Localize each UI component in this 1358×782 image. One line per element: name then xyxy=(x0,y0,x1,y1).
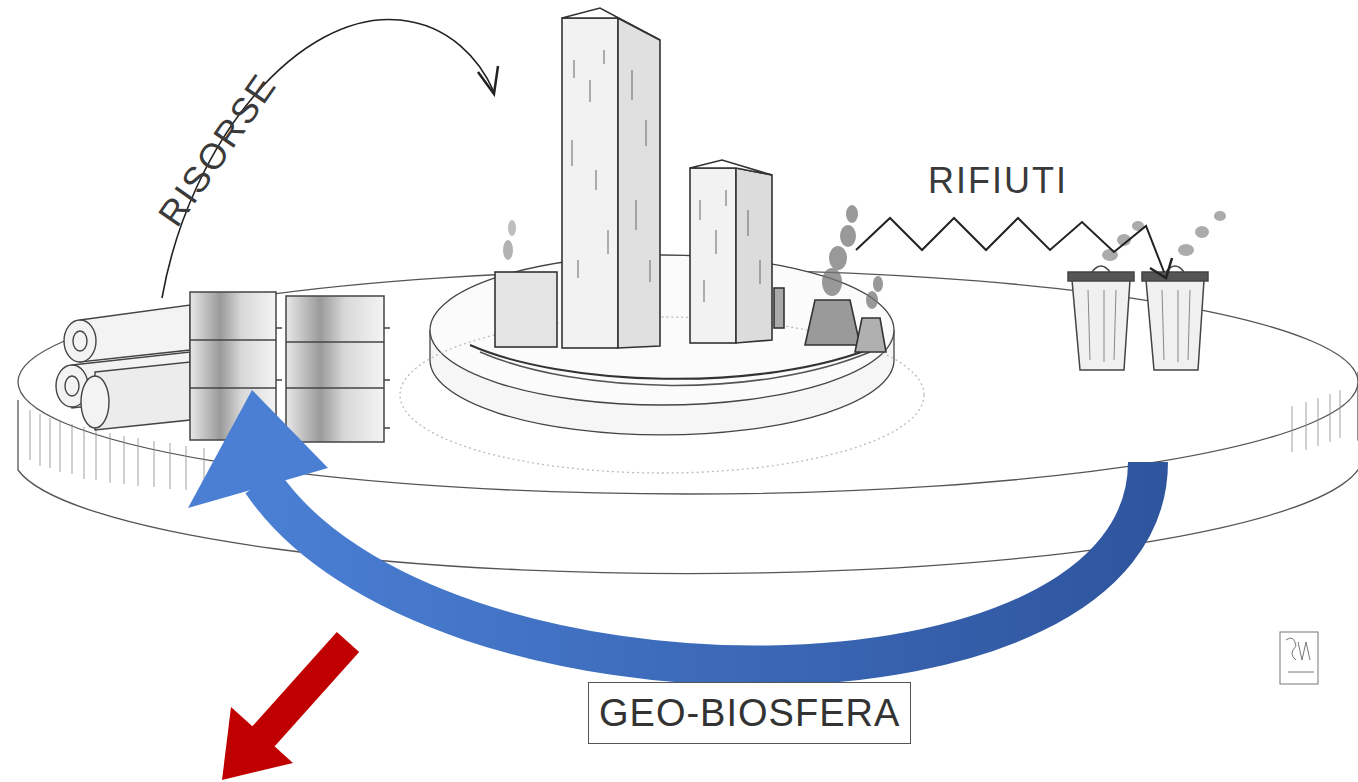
cooling-tower xyxy=(855,318,886,352)
chimney xyxy=(774,288,784,328)
logs xyxy=(56,305,190,430)
flow-label: RIFIUTI xyxy=(928,160,1068,202)
recycling-arrow xyxy=(188,390,1148,666)
city-ground-scribble xyxy=(480,352,870,385)
bin-lid xyxy=(1068,272,1134,281)
bin-smoke xyxy=(1102,211,1226,261)
bin-lid xyxy=(1142,272,1208,281)
flow-label: RISORSE xyxy=(150,66,285,234)
buildings xyxy=(495,8,886,352)
tall-tower-side xyxy=(618,18,660,348)
smoke xyxy=(503,205,883,309)
log-end xyxy=(64,320,96,362)
waste-arrow xyxy=(856,218,1172,278)
low-building xyxy=(495,272,557,347)
bin xyxy=(1072,280,1130,370)
signature-stamp xyxy=(1280,632,1318,684)
recycling-arrow-shaft xyxy=(262,462,1148,666)
barrels xyxy=(190,292,390,442)
tower-side xyxy=(736,168,772,343)
waste-bins xyxy=(1068,266,1208,370)
city-ground-scribble xyxy=(470,345,880,379)
city-disk-top xyxy=(430,255,894,405)
city-disk xyxy=(400,255,924,473)
cooling-tower xyxy=(805,300,860,345)
tower-front xyxy=(690,168,736,343)
log-end xyxy=(81,376,109,428)
sign-box: GEO-BIOSFERA xyxy=(588,682,911,744)
tall-tower-front xyxy=(562,18,618,348)
recycling-arrow-head xyxy=(188,390,328,508)
tall-tower-roof xyxy=(562,8,660,40)
outflow-arrow xyxy=(222,642,348,780)
tower-roof xyxy=(690,160,772,175)
window-strokes xyxy=(572,50,760,302)
sign-text: GEO-BIOSFERA xyxy=(599,692,900,735)
bin xyxy=(1146,280,1204,370)
barrel xyxy=(286,296,384,442)
